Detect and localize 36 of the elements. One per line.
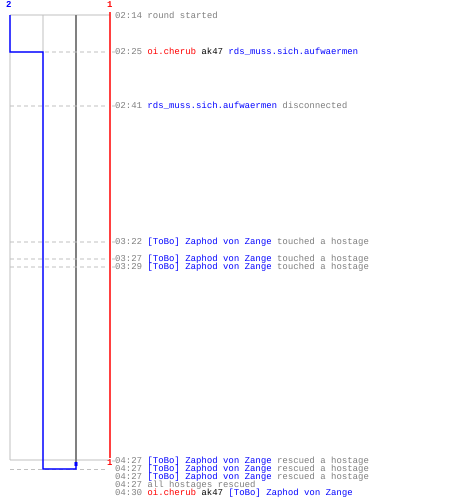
timestamp: 03:27 <box>115 255 142 263</box>
timestamp: 03:29 <box>115 263 142 271</box>
player-name: [ToBo] Zaphod von Zange <box>147 263 272 271</box>
event-text: all hostages rescued <box>147 481 256 489</box>
weapon-name: ak47 <box>201 489 224 497</box>
timestamp: 04:27 <box>115 457 142 465</box>
event-text: rescued a hostage <box>277 473 369 481</box>
timestamp: 04:30 <box>115 489 142 497</box>
event-text: rescued a hostage <box>277 457 369 465</box>
event-text: touched a hostage <box>277 255 369 263</box>
weapon-name: ak47 <box>201 48 224 56</box>
event-text: touched a hostage <box>277 263 369 271</box>
player-name: oi.cherub <box>147 48 196 56</box>
player-name: [ToBo] Zaphod von Zange <box>147 238 272 246</box>
player-name: [ToBo] Zaphod von Zange <box>147 465 272 473</box>
timestamp: 02:25 <box>115 48 142 56</box>
timestamp: 03:22 <box>115 238 142 246</box>
player-name: rds_muss.sich.aufwaermen <box>228 48 358 56</box>
event-text: disconnected <box>282 102 348 110</box>
timestamp: 02:41 <box>115 102 142 110</box>
event-text: rescued a hostage <box>277 465 369 473</box>
player-name: [ToBo] Zaphod von Zange <box>147 457 272 465</box>
timestamp: 02:14 <box>115 12 142 20</box>
timestamp: 04:27 <box>115 473 142 481</box>
event-text: touched a hostage <box>277 238 369 246</box>
player-name: oi.cherub <box>147 489 196 497</box>
timestamp: 04:27 <box>115 481 142 489</box>
event-text: round started <box>147 12 218 20</box>
team-number: 1 <box>107 1 112 10</box>
player-name: [ToBo] Zaphod von Zange <box>228 489 353 497</box>
player-name: [ToBo] Zaphod von Zange <box>147 473 272 481</box>
player-name: rds_muss.sich.aufwaermen <box>147 102 278 110</box>
player-name: [ToBo] Zaphod von Zange <box>147 255 272 263</box>
team-number: 2 <box>6 1 12 10</box>
timestamp: 04:27 <box>115 465 142 473</box>
team-number: 1 <box>107 459 112 468</box>
